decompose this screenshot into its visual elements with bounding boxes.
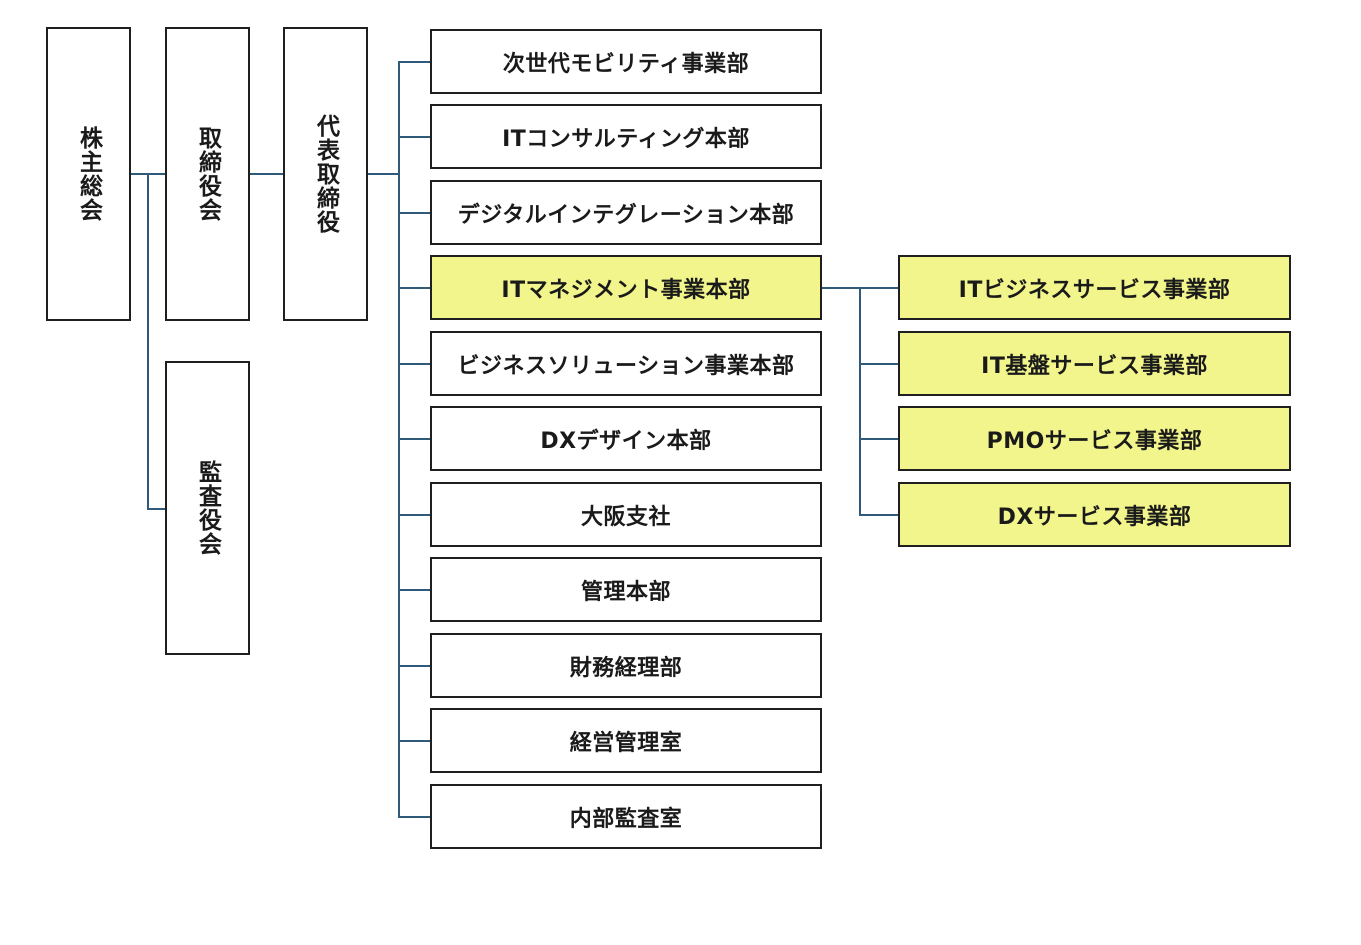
connector-auditors-horizontal <box>147 508 166 510</box>
connector-sub-1 <box>859 287 899 289</box>
dept-digital-integration: デジタルインテグレーション本部 <box>430 180 822 245</box>
representative-director-box: 代表取締役 <box>283 27 368 321</box>
audit-board-box: 監査役会 <box>165 361 250 655</box>
connector-sub-3 <box>859 438 899 440</box>
connector-it-management-out <box>821 287 861 289</box>
dept-next-gen-mobility: 次世代モビリティ事業部 <box>430 29 822 94</box>
connector-dept-7 <box>398 514 431 516</box>
connector-dept-2 <box>398 136 431 138</box>
dept-it-management: ITマネジメント事業本部 <box>430 255 822 320</box>
shareholders-meeting-box: 株主総会 <box>46 27 131 321</box>
connector-dept-1 <box>398 61 431 63</box>
connector-board-president <box>249 173 284 175</box>
dept-finance-accounting: 財務経理部 <box>430 633 822 698</box>
dept-management-planning: 経営管理室 <box>430 708 822 773</box>
connector-dept-6 <box>398 438 431 440</box>
connector-dept-5 <box>398 363 431 365</box>
dept-business-solution: ビジネスソリューション事業本部 <box>430 331 822 396</box>
connector-president-trunk <box>367 173 399 175</box>
connector-sub-2 <box>859 363 899 365</box>
connector-sub-4 <box>859 514 899 516</box>
connector-auditors-vertical <box>147 173 149 510</box>
connector-dept-3 <box>398 212 431 214</box>
dept-osaka-branch: 大阪支社 <box>430 482 822 547</box>
subdept-dx-service: DXサービス事業部 <box>898 482 1291 547</box>
connector-dept-9 <box>398 665 431 667</box>
subdept-pmo-service: PMOサービス事業部 <box>898 406 1291 471</box>
board-of-directors-box: 取締役会 <box>165 27 250 321</box>
connector-dept-11 <box>398 816 431 818</box>
connector-dept-4 <box>398 287 431 289</box>
dept-internal-audit: 内部監査室 <box>430 784 822 849</box>
dept-it-consulting: ITコンサルティング本部 <box>430 104 822 169</box>
connector-sub-trunk <box>859 287 861 516</box>
connector-dept-8 <box>398 589 431 591</box>
dept-administration: 管理本部 <box>430 557 822 622</box>
subdept-it-infrastructure-service: IT基盤サービス事業部 <box>898 331 1291 396</box>
dept-dx-design: DXデザイン本部 <box>430 406 822 471</box>
connector-dept-10 <box>398 740 431 742</box>
subdept-it-business-service: ITビジネスサービス事業部 <box>898 255 1291 320</box>
